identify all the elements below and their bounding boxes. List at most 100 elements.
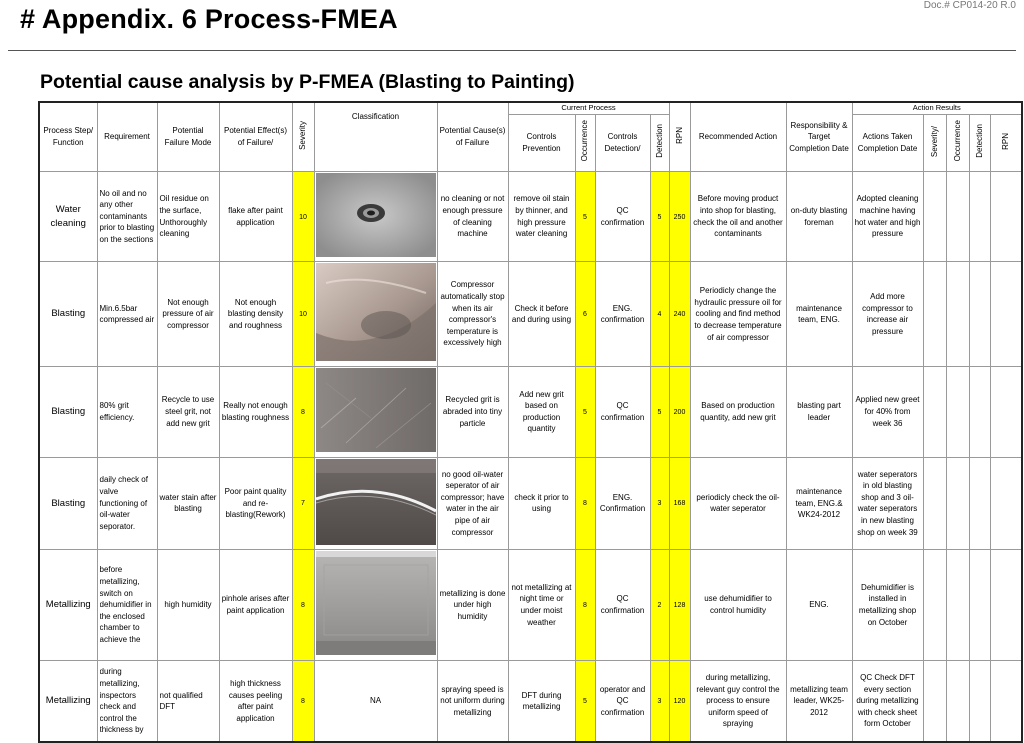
cell-occurrence: 5: [574, 170, 596, 263]
cell-recommended: use dehumidifier to control humidity: [689, 549, 787, 661]
cell-actions-taken: water seperators in old blasting shop an…: [851, 456, 924, 551]
cell-result-occurrence: [945, 659, 970, 743]
header-actions-taken: Actions Taken Completion Date: [851, 113, 924, 172]
photo-water-stain: [313, 456, 438, 551]
header-controls-prevention: Controls Prevention: [507, 113, 576, 172]
cell-failure-mode: Not enough pressure of air compressor: [156, 261, 220, 368]
cell-recommended: Based on production quantity, add new gr…: [689, 366, 787, 458]
fmea-table: Process Step/ Function Requirement Poten…: [38, 101, 1023, 743]
photo-oil-residue: [313, 170, 438, 263]
cell-result-rpn: [989, 261, 1023, 368]
cell-severity: 8: [291, 366, 315, 458]
cell-actions-taken: Add more compressor to increase air pres…: [851, 261, 924, 368]
cell-recommended: Before moving product into shop for blas…: [689, 170, 787, 263]
cell-prevention: not metallizing at night time or under m…: [507, 549, 576, 661]
header-failure-mode: Potential Failure Mode: [156, 101, 220, 172]
cell-requirement: during metallizing, inspectors check and…: [96, 659, 158, 743]
header-controls-detection: Controls Detection/: [594, 113, 651, 172]
photo-blasting-density: [313, 261, 438, 368]
header-result-occurrence: Occurrence: [945, 113, 970, 172]
cell-responsibility: ENG.: [785, 549, 853, 661]
cell-result-detection: [968, 456, 991, 551]
cell-result-detection: [968, 261, 991, 368]
cell-result-occurrence: [945, 170, 970, 263]
cell-result-severity: [922, 366, 947, 458]
cell-result-rpn: [989, 170, 1023, 263]
cell-failure-mode: water stain after blasting: [156, 456, 220, 551]
header-result-rpn: RPN: [989, 113, 1023, 172]
cell-requirement: 80% grit efficiency.: [96, 366, 158, 458]
cell-occurrence: 8: [574, 456, 596, 551]
cell-requirement: No oil and no any other contaminants pri…: [96, 170, 158, 263]
cell-prevention: DFT during metallizing: [507, 659, 576, 743]
header-result-detection: Detection: [968, 113, 991, 172]
header-process: Process Step/ Function: [38, 101, 98, 172]
cell-detection-control: QC confirmation: [594, 170, 651, 263]
cell-requirement: daily check of valve functioning of oil-…: [96, 456, 158, 551]
cell-cause: Recycled grit is abraded into tiny parti…: [436, 366, 509, 458]
cell-recommended: during metallizing, relevant guy control…: [689, 659, 787, 743]
cell-process: Blasting: [38, 261, 98, 368]
header-requirement: Requirement: [96, 101, 158, 172]
cell-detection: 2: [649, 549, 670, 661]
cell-cause: no good oil-water seperator of air compr…: [436, 456, 509, 551]
cell-effect: flake after paint application: [218, 170, 293, 263]
cell-cause: no cleaning or not enough pressure of cl…: [436, 170, 509, 263]
cell-result-detection: [968, 170, 991, 263]
cell-detection-control: QC confirmation: [594, 549, 651, 661]
cell-prevention: Check it before and during using: [507, 261, 576, 368]
photo-pinhole: [313, 549, 438, 661]
header-detection: Detection: [649, 113, 670, 172]
cell-severity: 10: [291, 170, 315, 263]
section-subtitle: Potential cause analysis by P-FMEA (Blas…: [40, 71, 575, 93]
cell-recommended: periodicly check the oil-water seperator: [689, 456, 787, 551]
header-action-results: Action Results: [851, 101, 1023, 115]
cell-process: Water cleaning: [38, 170, 98, 263]
cell-requirement: Min.6.5bar compressed air: [96, 261, 158, 368]
cell-result-occurrence: [945, 261, 970, 368]
cell-rpn: 120: [668, 659, 691, 743]
cell-prevention: Add new grit based on production quantit…: [507, 366, 576, 458]
header-responsibility: Responsibility & Target Completion Date: [785, 101, 853, 172]
cell-result-detection: [968, 659, 991, 743]
cell-detection: 3: [649, 659, 670, 743]
header-classification: Classification: [313, 101, 438, 172]
header-rpn: RPN: [668, 101, 691, 172]
table-row: Blasting daily check of valve functionin…: [38, 456, 1023, 551]
page-title: # Appendix. 6 Process-FMEA: [20, 4, 398, 34]
cell-actions-taken: Applied new greet for 40% from week 36: [851, 366, 924, 458]
cell-effect: Poor paint quality and re-blasting(Rewor…: [218, 456, 293, 551]
cell-result-severity: [922, 659, 947, 743]
cell-failure-mode: Recycle to use steel grit, not add new g…: [156, 366, 220, 458]
cell-severity: 10: [291, 261, 315, 368]
cell-result-rpn: [989, 659, 1023, 743]
cell-occurrence: 8: [574, 549, 596, 661]
header-effect: Potential Effect(s) of Failure/: [218, 101, 293, 172]
cell-result-detection: [968, 549, 991, 661]
cell-cause: metallizing is done under high humidity: [436, 549, 509, 661]
cell-result-occurrence: [945, 456, 970, 551]
cell-failure-mode: Oil residue on the surface, Unthoroughly…: [156, 170, 220, 263]
cell-severity: 8: [291, 659, 315, 743]
cell-rpn: 250: [668, 170, 691, 263]
photo-grit-roughness: [313, 366, 438, 458]
table-row: Metallizing during metallizing, inspecto…: [38, 659, 1023, 743]
document-number: Doc.# CP014-20 R.0: [923, 0, 1016, 11]
header-result-severity: Severity/: [922, 113, 947, 172]
table-row: Blasting Min.6.5bar compressed air Not e…: [38, 261, 1023, 368]
cell-detection: 4: [649, 261, 670, 368]
cell-effect: high thickness causes peeling after pain…: [218, 659, 293, 743]
cell-cause: spraying speed is not uniform during met…: [436, 659, 509, 743]
cell-detection-control: operator and QC confirmation: [594, 659, 651, 743]
table-row: Blasting 80% grit efficiency. Recycle to…: [38, 366, 1023, 458]
cell-detection: 5: [649, 366, 670, 458]
cell-severity: 7: [291, 456, 315, 551]
cell-detection-control: QC confirmation: [594, 366, 651, 458]
cell-rpn: 168: [668, 456, 691, 551]
cell-severity: 8: [291, 549, 315, 661]
cell-responsibility: metallizing team leader, WK25-2012: [785, 659, 853, 743]
cell-responsibility: maintenance team, ENG.& WK24-2012: [785, 456, 853, 551]
cell-failure-mode: not qualified DFT: [156, 659, 220, 743]
header-occurrence: Occurrence: [574, 113, 596, 172]
cell-actions-taken: Adopted cleaning machine having hot wate…: [851, 170, 924, 263]
